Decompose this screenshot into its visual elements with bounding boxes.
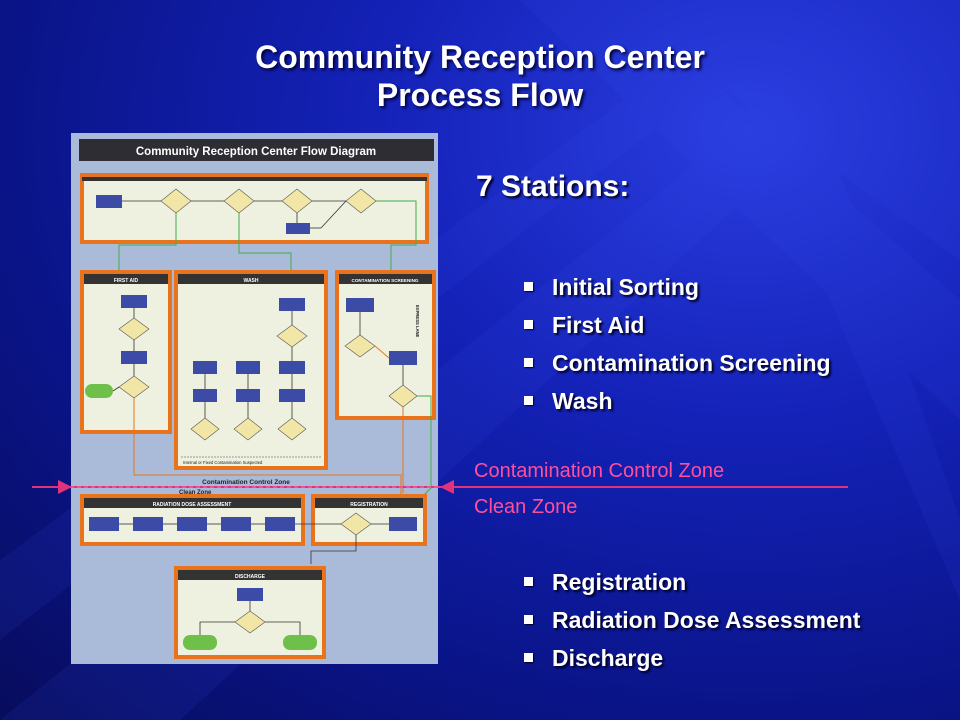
- flow-box: [279, 361, 305, 374]
- flow-box: [265, 517, 295, 531]
- flow-box: [279, 389, 305, 402]
- flow-box: [221, 517, 251, 531]
- diagram-clean-zone-label: Clean Zone: [179, 490, 212, 496]
- section-label: RADIATION DOSE ASSESSMENT: [153, 502, 232, 508]
- bullet-square-icon: [524, 615, 533, 624]
- flow-box: [177, 517, 207, 531]
- slide-title: Community Reception Center Process Flow: [0, 38, 960, 114]
- flow-box: [236, 361, 260, 374]
- station-item: First Aid: [522, 306, 831, 344]
- stations-heading: 7 Stations:: [476, 170, 630, 203]
- decision-node: [233, 417, 263, 441]
- stations-list-control-zone: Initial Sorting First Aid Contamination …: [522, 268, 831, 420]
- station-item: Wash: [522, 382, 831, 420]
- station-item: Discharge: [522, 639, 860, 677]
- flow-box: [193, 361, 217, 374]
- bullet-square-icon: [524, 320, 533, 329]
- bullet-square-icon: [524, 358, 533, 367]
- diagram-header: [79, 139, 434, 161]
- diagram-title: Community Reception Center Flow Diagram: [136, 146, 376, 158]
- decision-node: [344, 334, 376, 358]
- terminal-node: [85, 384, 113, 398]
- flow-box: [346, 298, 374, 312]
- section-label: DISCHARGE: [235, 574, 266, 580]
- decision-node: [190, 417, 220, 441]
- terminal-node: [183, 635, 217, 650]
- decision-node: [277, 417, 307, 441]
- flow-box: [193, 389, 217, 402]
- section-label: FIRST AID: [114, 278, 139, 284]
- flow-diagram: Community Reception Center Flow Diagram …: [71, 133, 438, 664]
- flow-box: [389, 517, 417, 531]
- flow-box: [279, 298, 305, 311]
- stations-list-clean-zone: Registration Radiation Dose Assessment D…: [522, 563, 860, 677]
- terminal-node: [283, 635, 317, 650]
- section-label: CONTAMINATION SCREENING: [352, 278, 419, 283]
- section-label: WASH: [244, 278, 259, 284]
- decision-node: [234, 610, 266, 634]
- clean-zone-label: Clean Zone: [474, 496, 578, 518]
- station-item: Initial Sorting: [522, 268, 831, 306]
- bullet-square-icon: [524, 396, 533, 405]
- title-line-1: Community Reception Center: [255, 39, 705, 75]
- title-line-2: Process Flow: [376, 77, 584, 113]
- flow-box: [286, 223, 310, 234]
- express-lane-label: EXPRESS LANE: [415, 305, 420, 338]
- station-item: Radiation Dose Assessment: [522, 601, 860, 639]
- flow-box: [389, 351, 417, 365]
- flow-box: [237, 588, 263, 601]
- diagram-control-zone-label: Contamination Control Zone: [202, 479, 290, 486]
- bullet-square-icon: [524, 282, 533, 291]
- contamination-control-zone-label: Contamination Control Zone: [474, 460, 725, 482]
- station-item: Registration: [522, 563, 860, 601]
- flow-box: [89, 517, 119, 531]
- flow-box: [236, 389, 260, 402]
- flow-box: [121, 295, 147, 308]
- flow-box: [121, 351, 147, 364]
- internal-contamination-label: Internal or Fixed Contamination Suspecte…: [183, 460, 263, 465]
- section-initial-sorting: [80, 173, 429, 244]
- section-label: REGISTRATION: [350, 502, 388, 508]
- decision-node: [345, 188, 377, 214]
- bullet-square-icon: [524, 653, 533, 662]
- station-item: Contamination Screening: [522, 344, 831, 382]
- bullet-square-icon: [524, 577, 533, 586]
- flow-box: [96, 195, 122, 208]
- flow-box: [133, 517, 163, 531]
